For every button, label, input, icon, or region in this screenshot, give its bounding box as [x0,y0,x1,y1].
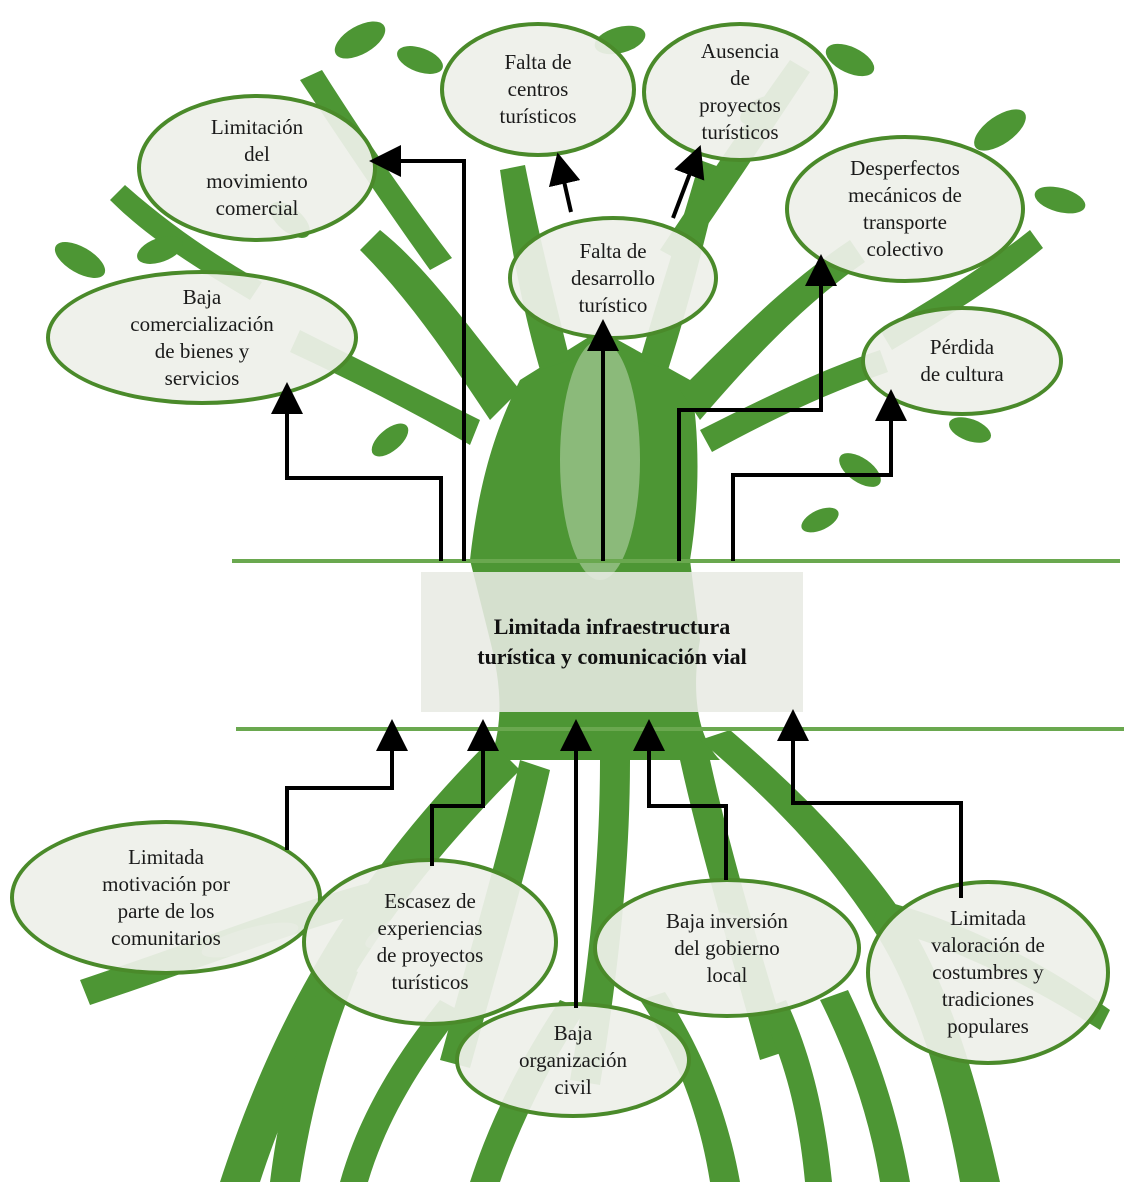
effect-falta-centros-turisticos: Falta de centros turísticos [440,22,636,157]
cause-escasez-experiencias: Escasez de experiencias de proyectos tur… [302,858,558,1026]
cause-baja-inversion-gobierno: Baja inversión del gobierno local [593,878,861,1018]
central-problem-box: Limitada infraestructura turística y com… [421,572,803,712]
effect-falta-desarrollo-turistico: Falta de desarrollo turístico [508,216,718,340]
effect-desperfectos-mecanicos: Desperfectos mecánicos de transporte col… [785,135,1025,283]
cause-baja-organizacion-civil: Baja organización civil [455,1002,691,1118]
effect-limitacion-movimiento-comercial: Limitación del movimiento comercial [137,94,377,242]
effect-baja-comercializacion: Baja comercialización de bienes y servic… [46,270,358,405]
cause-limitada-valoracion: Limitada valoración de costumbres y trad… [866,880,1110,1065]
cause-limitada-motivacion: Limitada motivación por parte de los com… [10,820,322,975]
effect-perdida-cultura: Pérdida de cultura [861,306,1063,416]
effect-ausencia-proyectos-turisticos: Ausencia de proyectos turísticos [642,22,838,162]
